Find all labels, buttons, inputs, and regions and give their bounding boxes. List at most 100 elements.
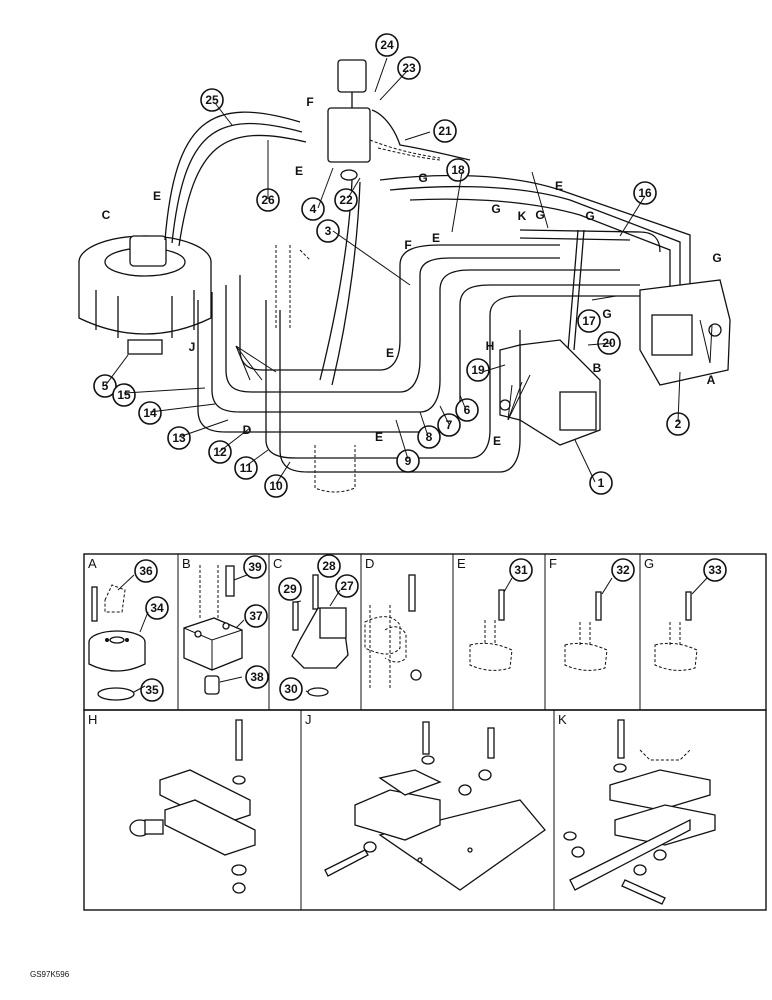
letter-f-2: F — [404, 238, 411, 252]
letter-e-4: E — [432, 231, 440, 245]
panel-d: D — [364, 556, 422, 690]
main-assembly: 1234567891011121314151617181920212223242… — [78, 33, 731, 702]
detail-panels-row-2: H J K — [83, 709, 767, 911]
svg-text:16: 16 — [638, 186, 652, 200]
panel-f-label: F — [549, 556, 557, 571]
letter-b-1: B — [593, 361, 602, 375]
callout-14: 14 — [138, 401, 162, 425]
letter-j-1: J — [189, 340, 196, 354]
letter-g-3: G — [535, 208, 544, 222]
letter-e-7: E — [555, 179, 563, 193]
callout-29: 29 — [278, 577, 302, 601]
callout-6: 6 — [455, 398, 479, 422]
svg-text:3: 3 — [325, 224, 332, 238]
svg-text:28: 28 — [322, 559, 336, 573]
panel-j-label: J — [305, 712, 312, 727]
callout-31: 31 — [509, 558, 533, 582]
svg-text:6: 6 — [464, 403, 471, 417]
callout-34: 34 — [145, 596, 169, 620]
detail-panels-row-1: A B C — [83, 553, 767, 711]
svg-text:31: 31 — [514, 563, 528, 577]
letter-k-1: K — [518, 209, 527, 223]
letter-e-2: E — [295, 164, 303, 178]
callout-28: 28 — [317, 554, 341, 578]
svg-text:26: 26 — [261, 193, 275, 207]
callout-39: 39 — [243, 555, 267, 579]
svg-text:2: 2 — [675, 417, 682, 431]
callout-38: 38 — [245, 665, 269, 689]
svg-text:33: 33 — [708, 563, 722, 577]
callout-13: 13 — [167, 426, 191, 450]
letter-g-6: G — [602, 307, 611, 321]
svg-text:24: 24 — [380, 38, 394, 52]
panel-f: F — [549, 556, 613, 671]
callout-7: 7 — [437, 413, 461, 437]
control-valve-1 — [499, 339, 601, 446]
svg-text:39: 39 — [248, 560, 262, 574]
letter-g-4: G — [585, 209, 594, 223]
svg-text:29: 29 — [283, 582, 297, 596]
svg-text:1: 1 — [598, 476, 605, 490]
callout-8: 8 — [417, 425, 441, 449]
pilot-valve-block — [327, 59, 371, 181]
panel-d-label: D — [365, 556, 374, 571]
letter-e-3: E — [386, 346, 394, 360]
pipe-bundle — [164, 109, 691, 473]
rotary-joint — [78, 235, 212, 355]
callout-36: 36 — [134, 559, 158, 583]
panel-c-label: C — [273, 556, 282, 571]
svg-text:10: 10 — [269, 479, 283, 493]
callout-group: 1234567891011121314151617181920212223242… — [93, 33, 727, 702]
svg-text:36: 36 — [139, 564, 153, 578]
callout-32: 32 — [611, 558, 635, 582]
callout-21: 21 — [433, 119, 457, 143]
panel-g: G — [644, 556, 708, 671]
control-valve-2 — [639, 279, 731, 386]
svg-text:23: 23 — [402, 61, 416, 75]
panel-k: K — [558, 712, 716, 905]
svg-text:17: 17 — [582, 314, 596, 328]
callout-9: 9 — [396, 449, 420, 473]
callout-26: 26 — [256, 188, 280, 212]
svg-text:19: 19 — [471, 363, 485, 377]
panel-g-label: G — [644, 556, 654, 571]
panel-e-label: E — [457, 556, 466, 571]
svg-text:18: 18 — [451, 163, 465, 177]
letter-a-1: A — [707, 373, 716, 387]
letter-e-5: E — [375, 430, 383, 444]
svg-text:8: 8 — [426, 430, 433, 444]
letter-f-1: F — [306, 95, 313, 109]
letter-e-1: E — [153, 189, 161, 203]
callout-4: 4 — [301, 197, 325, 221]
panel-b: B — [182, 556, 248, 695]
svg-text:15: 15 — [117, 388, 131, 402]
callout-35: 35 — [140, 678, 164, 702]
letter-g-5: G — [712, 251, 721, 265]
panel-a: A — [88, 556, 149, 701]
letter-g-1: G — [418, 171, 427, 185]
callout-18: 18 — [446, 158, 470, 182]
callout-24: 24 — [375, 33, 399, 57]
callout-3: 3 — [316, 219, 340, 243]
callout-25: 25 — [200, 88, 224, 112]
letter-c-1: C — [102, 208, 111, 222]
svg-text:32: 32 — [616, 563, 630, 577]
figure-code: GS97K596 — [30, 970, 70, 979]
callout-1: 1 — [589, 471, 613, 495]
svg-text:11: 11 — [240, 461, 253, 475]
callout-16: 16 — [633, 181, 657, 205]
callout-12: 12 — [208, 440, 232, 464]
callout-22: 22 — [334, 188, 358, 212]
svg-text:7: 7 — [446, 418, 453, 432]
letter-e-6: E — [493, 434, 501, 448]
panel-h: H — [88, 712, 256, 894]
callout-30: 30 — [279, 677, 303, 701]
svg-text:22: 22 — [339, 193, 353, 207]
callout-10: 10 — [264, 474, 288, 498]
panel-e: E — [457, 556, 513, 671]
callout-33: 33 — [703, 558, 727, 582]
svg-text:14: 14 — [143, 406, 157, 420]
panel-c: C — [273, 556, 349, 697]
panel-a-label: A — [88, 556, 97, 571]
